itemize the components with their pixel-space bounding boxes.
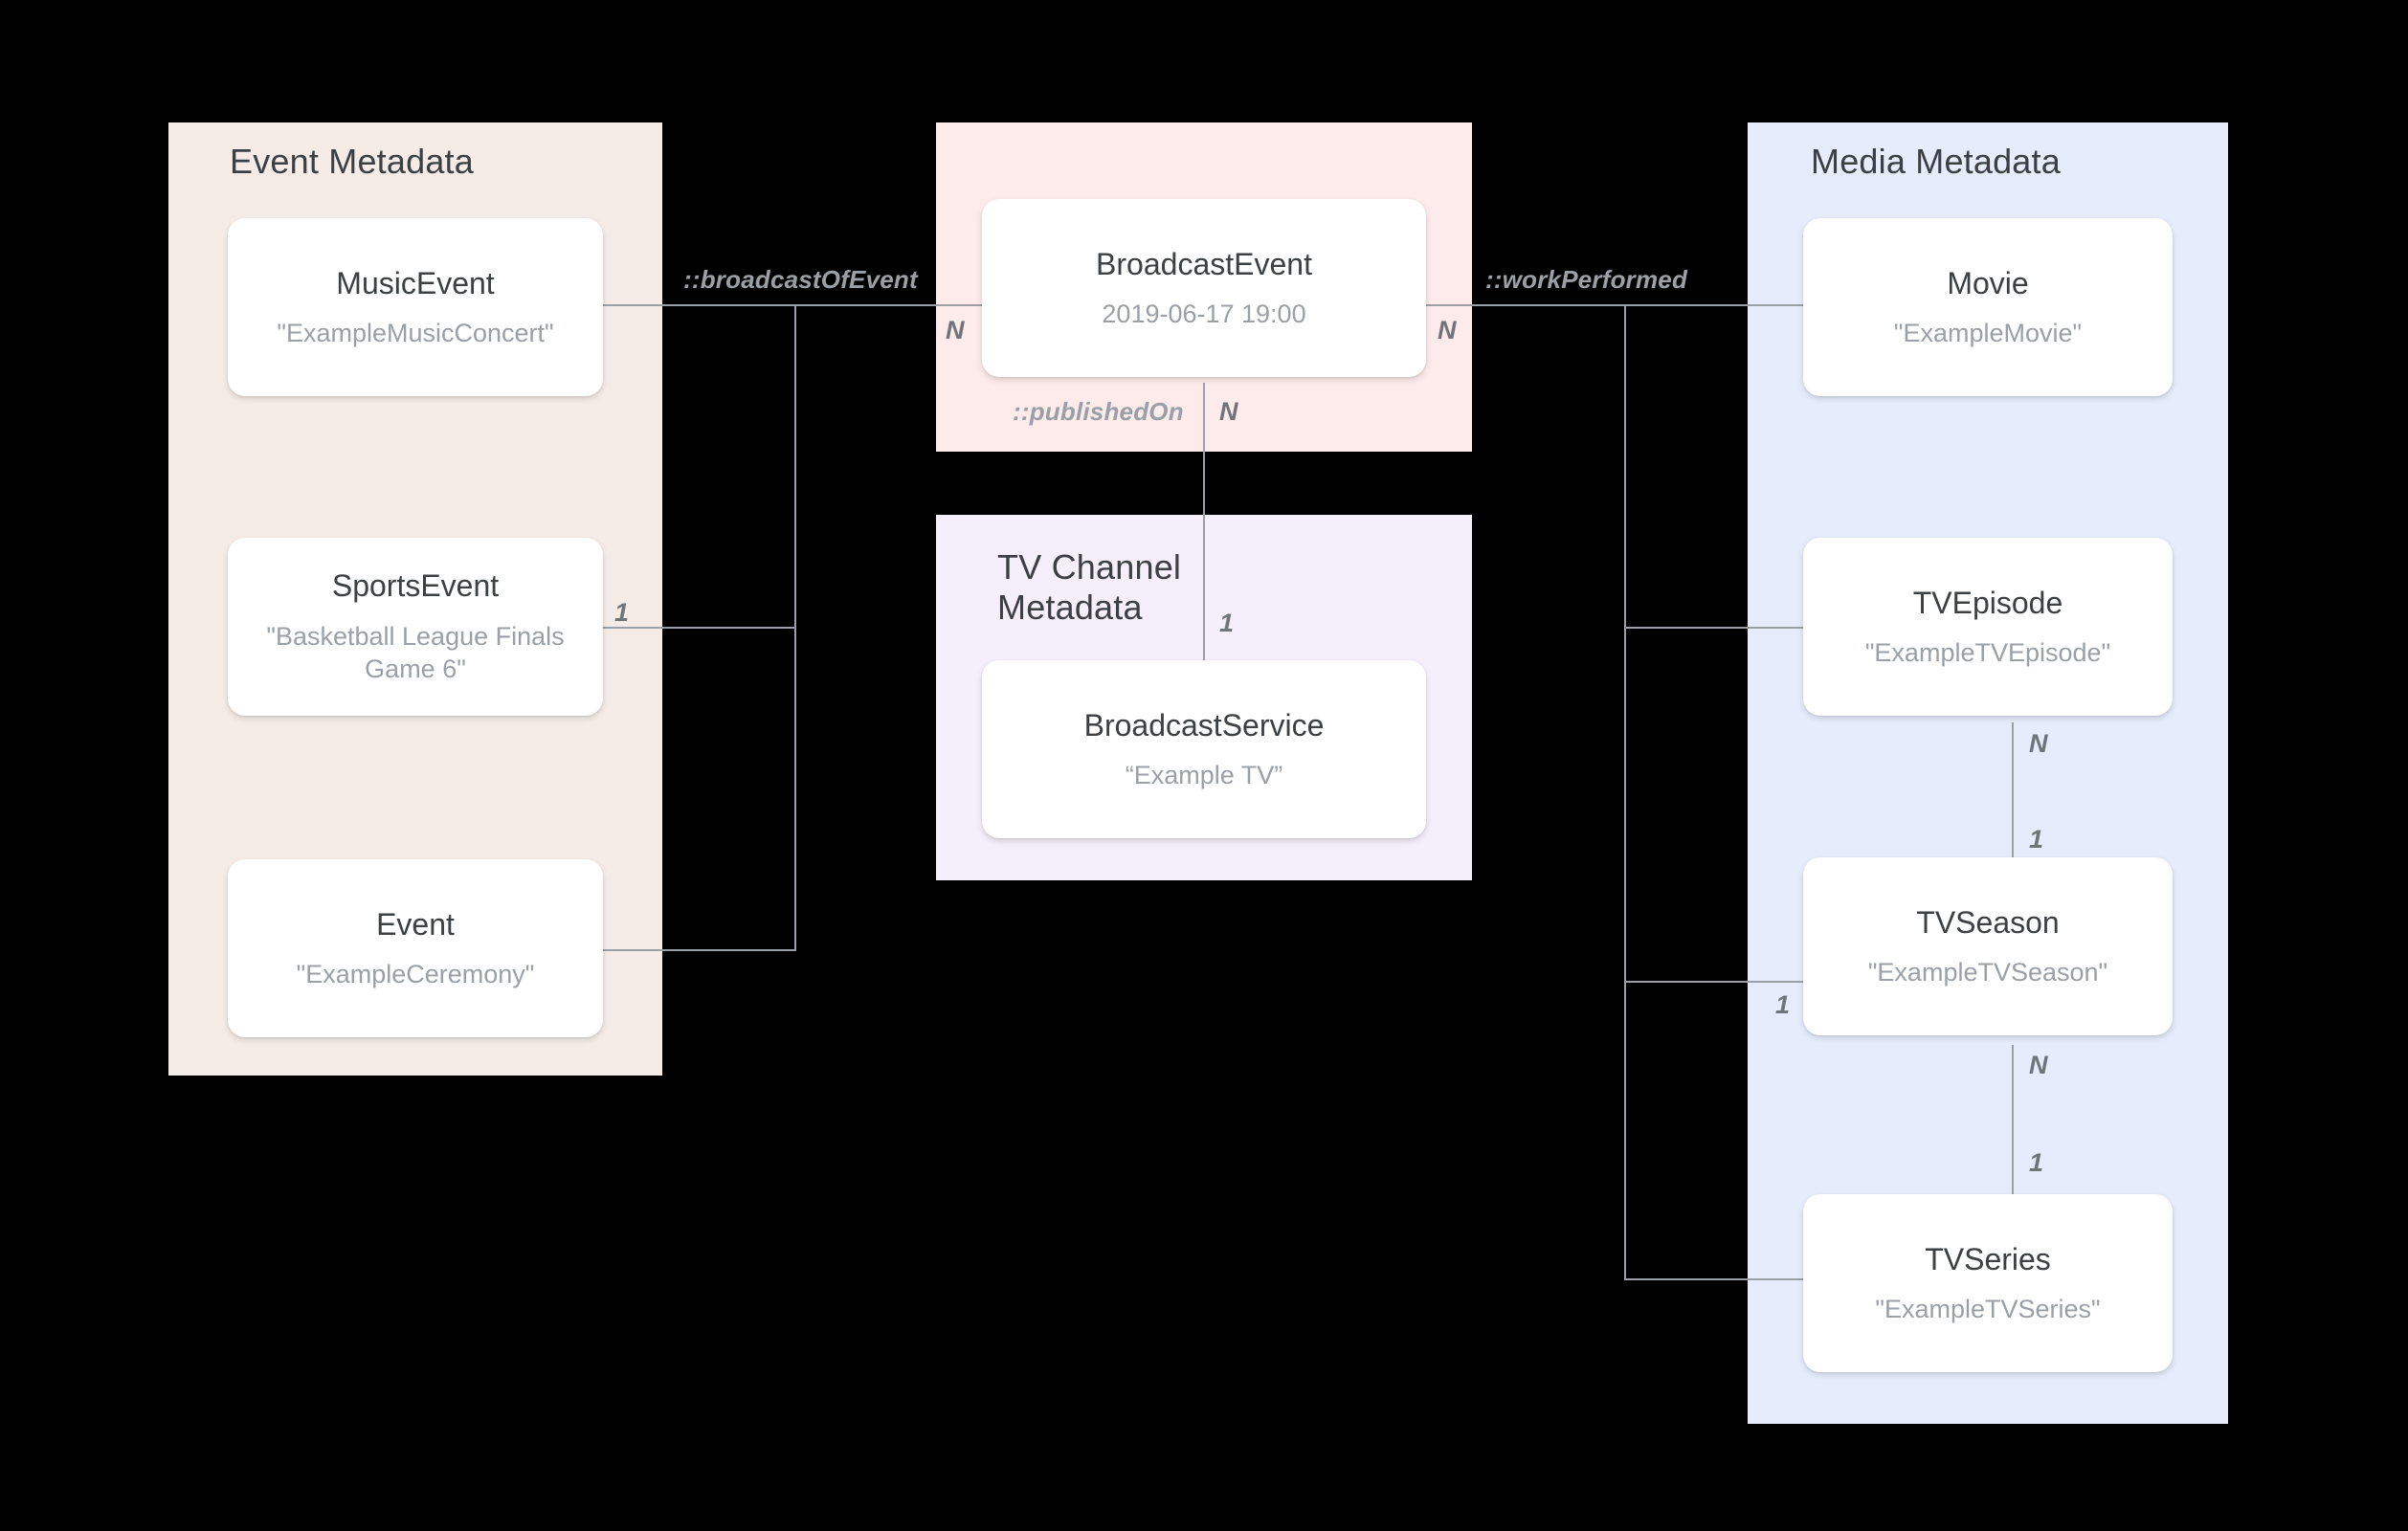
cardinality-broadcastevent-right: N <box>1438 316 1457 344</box>
entity-card-sports-event[interactable]: SportsEvent "Basketball League Finals Ga… <box>228 538 603 716</box>
relation-label-broadcast-of-event: ::broadcastOfEvent <box>683 265 918 294</box>
entity-value-tv-series: "ExampleTVSeries" <box>1875 1294 2101 1323</box>
group-title-tv-channel-line2: Metadata <box>997 588 1143 628</box>
connector-broadcastevent-left <box>965 304 988 306</box>
entity-card-tv-series[interactable]: TVSeries "ExampleTVSeries" <box>1803 1194 2173 1372</box>
entity-value-broadcast-service: “Example TV” <box>1125 760 1283 789</box>
connector-branch-tvepisode <box>1624 627 1806 629</box>
entity-type-movie: Movie <box>1947 265 2029 300</box>
entity-card-event[interactable]: Event "ExampleCeremony" <box>228 859 603 1037</box>
entity-value-tv-season: "ExampleTVSeason" <box>1867 957 2108 987</box>
entity-type-event: Event <box>376 906 455 942</box>
entity-type-tv-season: TVSeason <box>1916 904 2060 940</box>
connector-tvseason-to-tvseries <box>2012 1045 2014 1241</box>
cardinality-broadcastevent-left: N <box>946 316 965 344</box>
entity-type-broadcast-event: BroadcastEvent <box>1096 246 1312 281</box>
cardinality-sportsevent-right: 1 <box>614 598 630 627</box>
cardinality-tvseries-top: 1 <box>2029 1148 2044 1177</box>
cardinality-tvseason-bottom: N <box>2029 1051 2048 1079</box>
entity-type-tv-series: TVSeries <box>1925 1241 2051 1276</box>
connector-event-trunk <box>794 304 796 951</box>
connector-media-trunk <box>1624 304 1626 1278</box>
cardinality-broadcastservice-top: 1 <box>1219 609 1235 637</box>
cardinality-tvseason-left: 1 <box>1775 990 1791 1019</box>
group-title-event-metadata: Event Metadata <box>230 142 474 181</box>
connector-tvepisode-to-tvseason <box>2012 722 2014 919</box>
entity-value-movie: "ExampleMovie" <box>1893 318 2083 347</box>
entity-card-tv-episode[interactable]: TVEpisode "ExampleTVEpisode" <box>1803 538 2173 716</box>
entity-value-event: "ExampleCeremony" <box>296 959 535 988</box>
connector-sportsevent-stub <box>601 627 796 629</box>
relation-label-work-performed: ::workPerformed <box>1485 265 1688 294</box>
entity-value-tv-episode: "ExampleTVEpisode" <box>1864 637 2111 667</box>
cardinality-tvepisode-bottom: N <box>2029 729 2048 758</box>
entity-card-music-event[interactable]: MusicEvent "ExampleMusicConcert" <box>228 218 603 396</box>
group-title-media-metadata: Media Metadata <box>1811 142 2061 181</box>
entity-card-movie[interactable]: Movie "ExampleMovie" <box>1803 218 2173 396</box>
cardinality-broadcastevent-bottom: N <box>1219 397 1238 426</box>
entity-value-sports-event: "Basketball League Finals Game 6" <box>266 621 565 684</box>
connector-branch-tvseries <box>1624 1278 1806 1280</box>
group-title-tv-channel-metadata: TV Channel Metadata <box>997 547 1181 629</box>
entity-type-music-event: MusicEvent <box>336 265 495 300</box>
group-title-tv-channel-line1: TV Channel <box>997 547 1182 587</box>
connector-musicevent-stub <box>601 304 796 306</box>
entity-type-broadcast-service: BroadcastService <box>1083 707 1325 743</box>
connector-branch-tvseason <box>1624 981 1806 983</box>
connector-broadcastevent-to-service <box>1203 383 1205 662</box>
entity-card-broadcast-service[interactable]: BroadcastService “Example TV” <box>982 660 1426 838</box>
relation-label-published-on: ::publishedOn <box>1013 397 1184 426</box>
entity-card-tv-season[interactable]: TVSeason "ExampleTVSeason" <box>1803 857 2173 1035</box>
connector-branch-movie <box>1624 304 1806 306</box>
cardinality-tvseason-top: 1 <box>2029 825 2044 854</box>
entity-value-music-event: "ExampleMusicConcert" <box>277 318 554 347</box>
entity-value-broadcast-event: 2019-06-17 19:00 <box>1102 299 1306 328</box>
connector-broadcastevent-right <box>1420 304 1803 306</box>
entity-type-tv-episode: TVEpisode <box>1912 585 2063 620</box>
entity-card-broadcast-event[interactable]: BroadcastEvent 2019-06-17 19:00 <box>982 199 1426 377</box>
connector-event-stub <box>601 949 796 951</box>
connector-trunk-to-broadcastevent <box>794 304 976 306</box>
entity-type-sports-event: SportsEvent <box>331 568 500 604</box>
